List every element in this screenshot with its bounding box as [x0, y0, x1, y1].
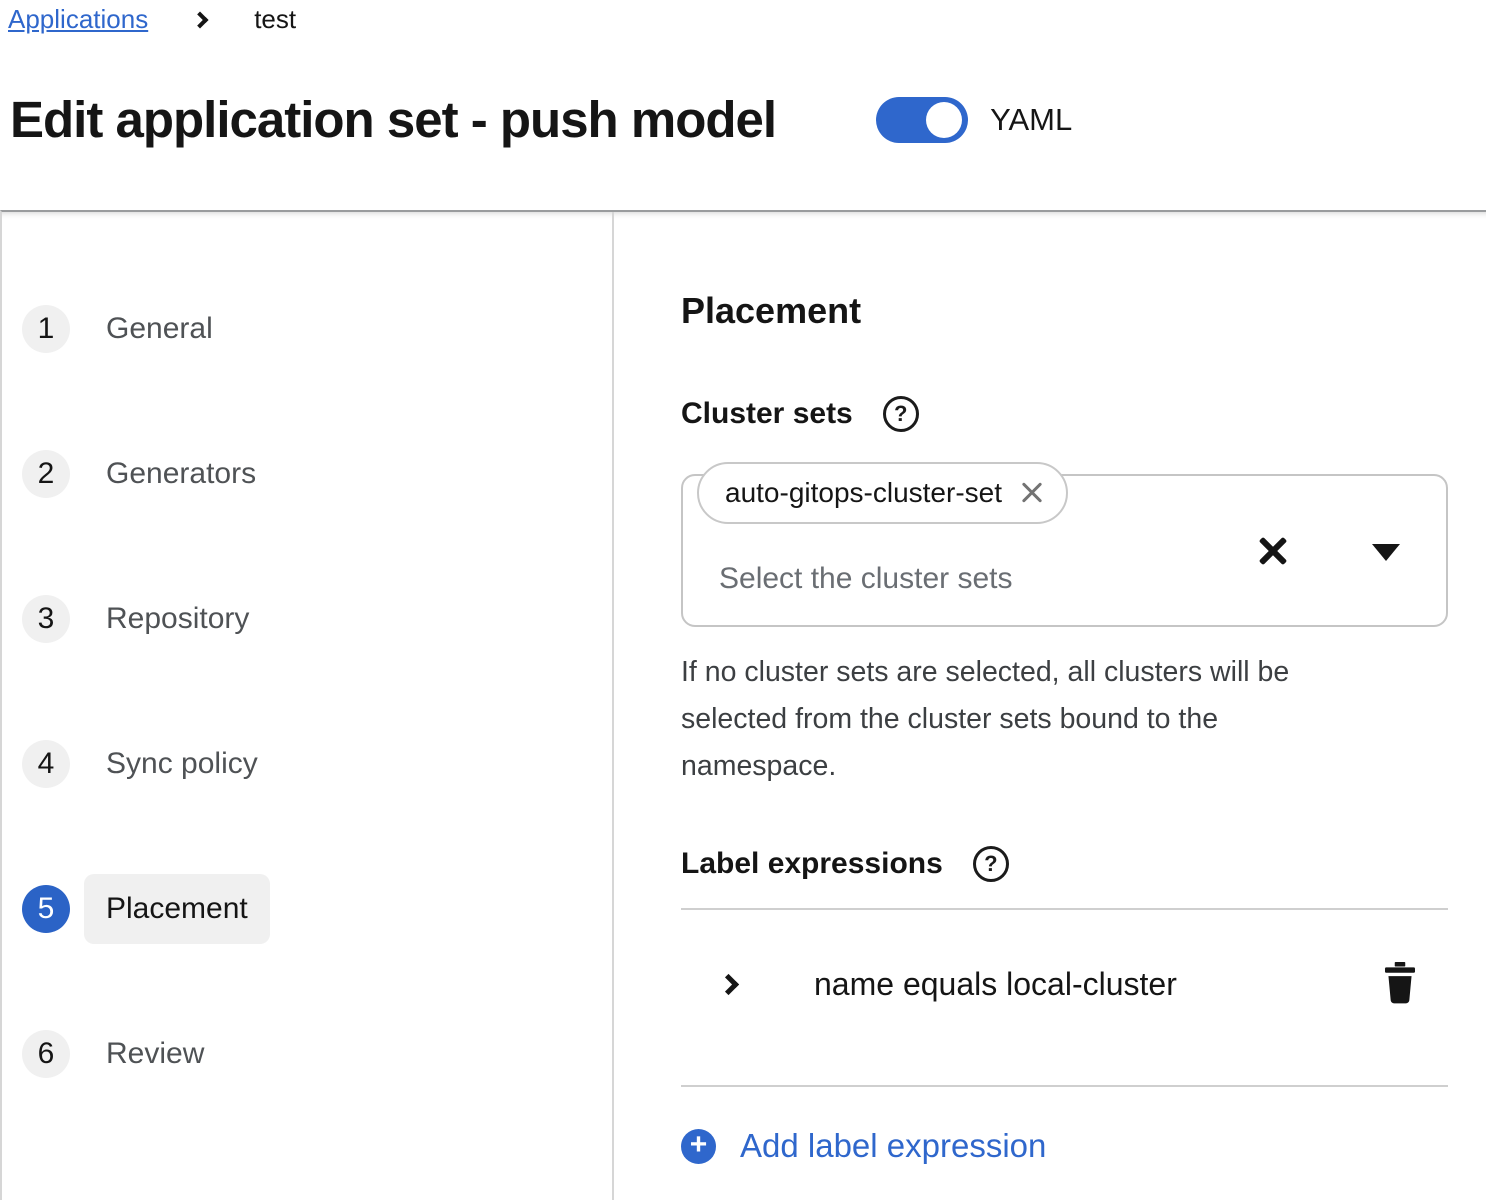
selected-cluster-set-chip: auto-gitops-cluster-set [697, 462, 1069, 524]
wizard-step-general[interactable]: 1 General [2, 256, 612, 401]
divider [681, 908, 1448, 910]
step-number-badge: 3 [22, 594, 70, 643]
step-number-badge: 6 [22, 1029, 70, 1078]
trash-icon[interactable] [1382, 962, 1418, 1007]
step-label: Review [106, 1036, 205, 1070]
chevron-right-icon[interactable] [717, 973, 740, 996]
step-number-badge: 1 [22, 304, 70, 353]
label-expressions-label: Label expressions [681, 847, 943, 880]
step-number-badge: 4 [22, 739, 70, 788]
breadcrumb: Applications test [8, 4, 296, 35]
yaml-toggle-group: YAML [876, 96, 1073, 143]
page-header: Applications test Edit application set -… [0, 0, 1486, 210]
label-expression-row: name equals local-cluster [681, 910, 1448, 1085]
wizard: 1 General 2 Generators 3 Repository 4 Sy… [0, 210, 1486, 1200]
step-number-badge: 5 [22, 884, 70, 933]
page-title: Edit application set - push model [10, 91, 777, 148]
close-icon[interactable] [1256, 534, 1290, 568]
wizard-step-sync-policy[interactable]: 4 Sync policy [2, 691, 612, 836]
chevron-right-icon [191, 11, 209, 28]
expression-summary: name equals local-cluster [814, 966, 1177, 1002]
close-icon[interactable] [1020, 481, 1044, 505]
step-label: General [106, 311, 213, 345]
step-number-badge: 2 [22, 449, 70, 498]
step-label: Placement [84, 873, 270, 944]
wizard-step-review[interactable]: 6 Review [2, 981, 612, 1126]
divider [681, 1085, 1448, 1087]
caret-down-icon[interactable] [1372, 543, 1400, 561]
label-expressions-label-row: Label expressions ? [681, 846, 1448, 882]
placement-panel: Placement Cluster sets ? auto-gitops-clu… [614, 212, 1486, 1200]
cluster-sets-label-row: Cluster sets ? [681, 396, 1448, 432]
plus-circle-icon: + [681, 1128, 716, 1164]
section-title: Placement [681, 290, 862, 331]
cluster-sets-helper-text: If no cluster sets are selected, all clu… [681, 656, 1290, 782]
wizard-step-generators[interactable]: 2 Generators [2, 401, 612, 546]
cluster-sets-label: Cluster sets [681, 397, 853, 430]
breadcrumb-link-applications[interactable]: Applications [8, 4, 149, 34]
chip-label: auto-gitops-cluster-set [725, 477, 1003, 508]
toggle-knob [926, 101, 963, 138]
question-circle-icon[interactable]: ? [972, 846, 1009, 882]
step-label: Repository [106, 601, 250, 635]
step-label: Sync policy [106, 746, 258, 780]
wizard-steps-nav: 1 General 2 Generators 3 Repository 4 Sy… [2, 212, 614, 1200]
trash-icon [1385, 962, 1415, 1004]
yaml-toggle[interactable] [876, 96, 969, 143]
breadcrumb-current: test [254, 4, 297, 34]
add-label-expression-button[interactable]: + Add label expression [681, 1127, 1046, 1165]
wizard-step-placement[interactable]: 5 Placement [2, 836, 612, 981]
question-circle-icon[interactable]: ? [882, 396, 919, 432]
add-label-expression-label: Add label expression [740, 1127, 1047, 1164]
wizard-step-repository[interactable]: 3 Repository [2, 546, 612, 691]
cluster-sets-multiselect[interactable]: auto-gitops-cluster-set Select the clust… [681, 462, 1448, 627]
cluster-sets-placeholder: Select the cluster sets [719, 562, 1013, 595]
step-label: Generators [106, 456, 257, 490]
yaml-toggle-label: YAML [990, 101, 1073, 137]
